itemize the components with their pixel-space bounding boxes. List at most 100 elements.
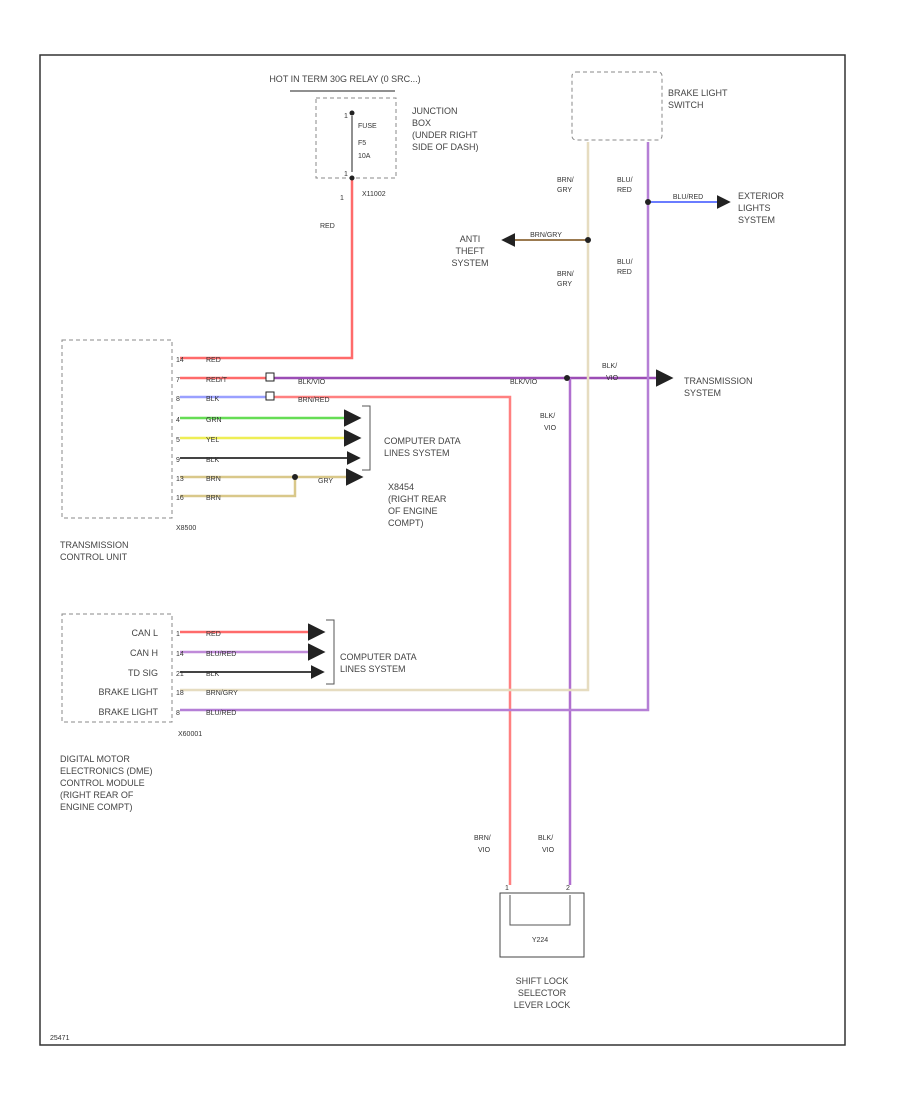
svg-text:COMPT): COMPT) xyxy=(388,518,424,528)
svg-text:SYSTEM: SYSTEM xyxy=(684,388,721,398)
svg-text:RED: RED xyxy=(617,187,632,194)
wire-brn-gry xyxy=(180,142,590,692)
svg-text:9: 9 xyxy=(176,457,180,464)
svg-text:(RIGHT REAR: (RIGHT REAR xyxy=(388,494,447,504)
svg-text:21: 21 xyxy=(176,671,184,678)
x-conn-top: X11002 xyxy=(362,191,386,198)
svg-text:(UNDER RIGHT: (UNDER RIGHT xyxy=(412,130,478,140)
svg-text:VIO: VIO xyxy=(606,375,619,382)
svg-text:TD SIG: TD SIG xyxy=(128,668,158,678)
svg-text:BRN/: BRN/ xyxy=(557,177,574,184)
svg-text:YEL: YEL xyxy=(206,437,219,444)
svg-text:SIDE OF DASH): SIDE OF DASH) xyxy=(412,142,479,152)
svg-text:BRAKE LIGHT: BRAKE LIGHT xyxy=(98,707,158,717)
svg-text:LINES SYSTEM: LINES SYSTEM xyxy=(340,664,406,674)
svg-text:GRY: GRY xyxy=(557,281,572,288)
brake-light-switch: BRAKE LIGHT SWITCH xyxy=(571,71,728,141)
svg-text:BLK: BLK xyxy=(206,671,220,678)
tcu-wire-labels: RED RED/T BLK GRN YEL BLK BRN BRN xyxy=(206,357,228,502)
svg-text:VIO: VIO xyxy=(542,847,555,854)
svg-text:4: 4 xyxy=(176,417,180,424)
svg-text:RED: RED xyxy=(206,631,221,638)
wires xyxy=(180,142,731,885)
svg-text:BRN: BRN xyxy=(206,495,221,502)
svg-text:CONTROL MODULE: CONTROL MODULE xyxy=(60,778,145,788)
transmission-control-unit: 14 7 8 4 5 9 13 16 RED RED/T BLK GRN YEL… xyxy=(60,339,228,562)
dme-wire-labels: RED BLU/RED BLK BRN/GRY BLU/RED xyxy=(206,631,238,717)
svg-text:BRN/GRY: BRN/GRY xyxy=(206,690,238,697)
exterior-label: EXTERIOR xyxy=(738,191,785,201)
svg-text:BLU/RED: BLU/RED xyxy=(206,651,236,658)
svg-text:BRAKE LIGHT: BRAKE LIGHT xyxy=(98,687,158,697)
dme-title: DIGITAL MOTOR xyxy=(60,754,130,764)
fuse-bottom-pin: 1 xyxy=(344,171,348,178)
fuse-line1: FUSE xyxy=(358,123,377,130)
svg-text:BRN/: BRN/ xyxy=(557,271,574,278)
fuse-line3: 10A xyxy=(358,153,371,160)
svg-text:16: 16 xyxy=(176,495,184,502)
svg-text:VIO: VIO xyxy=(544,425,557,432)
transmission-system-label: TRANSMISSION xyxy=(684,376,753,386)
fuse-line2: F5 xyxy=(358,140,366,147)
svg-text:1: 1 xyxy=(505,885,509,892)
svg-text:BLK/: BLK/ xyxy=(538,835,553,842)
svg-text:SELECTOR: SELECTOR xyxy=(518,988,567,998)
diagram-frame xyxy=(39,54,846,1046)
svg-text:BRAKE LIGHT: BRAKE LIGHT xyxy=(668,88,728,98)
svg-text:RED: RED xyxy=(206,357,221,364)
svg-text:BRN: BRN xyxy=(206,476,221,483)
shift-lock-title: SHIFT LOCK xyxy=(516,976,569,986)
svg-text:COMPUTER DATA: COMPUTER DATA xyxy=(340,652,417,662)
svg-text:CAN H: CAN H xyxy=(130,648,158,658)
svg-text:BLK/VIO: BLK/VIO xyxy=(510,379,538,386)
svg-text:GRY: GRY xyxy=(318,478,333,485)
tcu-connector: X8500 xyxy=(176,525,196,532)
fuse-top-pin: 1 xyxy=(344,113,348,120)
relay-note: HOT IN TERM 30G RELAY (0 SRC...) xyxy=(269,74,420,84)
tcu-title: TRANSMISSION xyxy=(60,540,129,550)
svg-text:SYSTEM: SYSTEM xyxy=(738,215,775,225)
wire-brn-red xyxy=(270,395,512,885)
svg-text:RED: RED xyxy=(617,269,632,276)
svg-text:LIGHTS: LIGHTS xyxy=(738,203,771,213)
shift-lock-connector: Y224 xyxy=(532,937,548,944)
svg-text:BOX: BOX xyxy=(412,118,431,128)
dme-signals: CAN L CAN H TD SIG BRAKE LIGHT BRAKE LIG… xyxy=(98,628,158,717)
svg-text:RED: RED xyxy=(320,223,335,230)
svg-text:BLK: BLK xyxy=(206,457,220,464)
svg-text:SYSTEM: SYSTEM xyxy=(451,258,488,268)
svg-text:THEFT: THEFT xyxy=(456,246,485,256)
svg-text:14: 14 xyxy=(176,357,184,364)
svg-text:BLU/: BLU/ xyxy=(617,177,633,184)
svg-text:18: 18 xyxy=(176,690,184,697)
svg-text:BLU/RED: BLU/RED xyxy=(206,710,236,717)
svg-text:5: 5 xyxy=(176,437,180,444)
splice-dots xyxy=(265,175,651,480)
svg-text:(RIGHT REAR OF: (RIGHT REAR OF xyxy=(60,790,134,800)
dme-connector: X60001 xyxy=(178,731,202,738)
wire-blu-red xyxy=(180,142,650,712)
svg-text:VIO: VIO xyxy=(478,847,491,854)
svg-text:BLU/RED: BLU/RED xyxy=(673,194,703,201)
svg-text:BRN/GRY: BRN/GRY xyxy=(530,232,562,239)
computer-data-lines-1: COMPUTER DATA LINES SYSTEM xyxy=(362,405,461,471)
svg-text:LINES SYSTEM: LINES SYSTEM xyxy=(384,448,450,458)
svg-text:BLU/: BLU/ xyxy=(617,259,633,266)
svg-text:ELECTRONICS (DME): ELECTRONICS (DME) xyxy=(60,766,153,776)
splice-x8454: GRY X8454 (RIGHT REAR OF ENGINE COMPT) xyxy=(318,478,447,528)
tcu-pins: 14 7 8 4 5 9 13 16 xyxy=(176,357,184,502)
wire-brn-2 xyxy=(180,477,297,498)
svg-text:2: 2 xyxy=(566,885,570,892)
dme-pins: 1 14 21 18 8 xyxy=(176,631,184,717)
wire-red-feed xyxy=(180,180,354,360)
svg-text:OF ENGINE: OF ENGINE xyxy=(388,506,438,516)
svg-text:14: 14 xyxy=(176,651,184,658)
svg-text:ENGINE COMPT): ENGINE COMPT) xyxy=(60,802,133,812)
svg-text:JUNCTION: JUNCTION xyxy=(412,106,458,116)
svg-text:BLK/: BLK/ xyxy=(602,363,617,370)
svg-text:1: 1 xyxy=(176,631,180,638)
svg-text:GRY: GRY xyxy=(557,187,572,194)
computer-data-lines-2: COMPUTER DATA LINES SYSTEM xyxy=(326,619,417,685)
svg-text:BLK/: BLK/ xyxy=(540,413,555,420)
